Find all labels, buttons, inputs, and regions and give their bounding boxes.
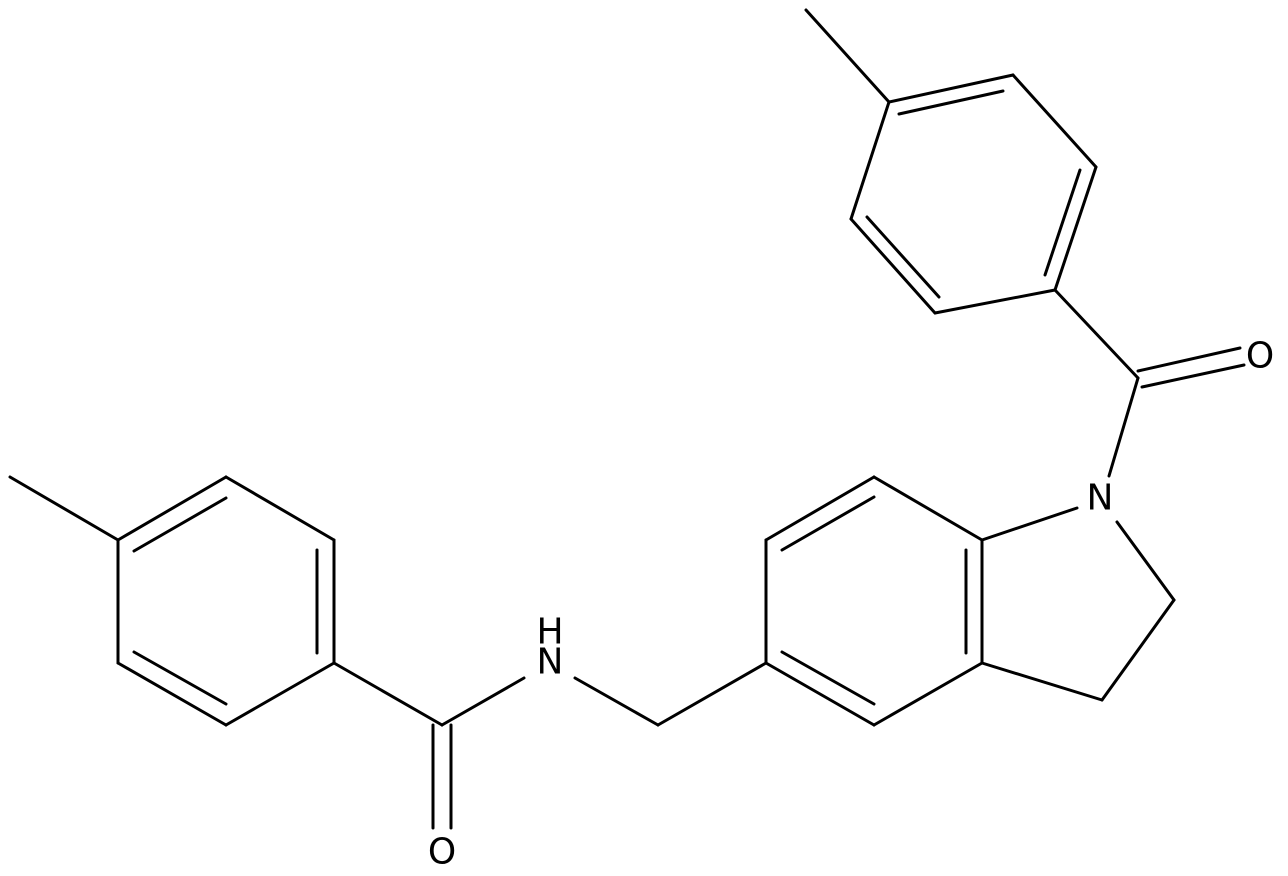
ring-bond [1053, 165, 1098, 292]
ketone-double-bond-a [1136, 346, 1242, 373]
atom-labels: H N O N O [428, 336, 1274, 873]
n-acyl-group [1053, 288, 1246, 478]
ring-bond-inner [865, 215, 941, 299]
indoline-nitrogen-label: N [1087, 478, 1114, 519]
ring-bond-inner [132, 650, 228, 706]
aryl-carbonyl-bond [332, 661, 444, 727]
ring-bond [872, 661, 984, 727]
ring-bond [1100, 598, 1176, 702]
amide-nitrogen-label: N [537, 642, 564, 683]
amine-hydrogen-label: H [536, 612, 563, 653]
ring-bond [887, 73, 1015, 104]
methyl-bond-upper [804, 8, 891, 104]
carbonyl-aryl-bond [1053, 288, 1140, 380]
ring-bond-inner [780, 650, 876, 706]
n-carbonyl-bond [1107, 376, 1140, 478]
ring-bond [224, 661, 336, 727]
ketone-oxygen-label: O [1246, 336, 1274, 377]
carbonyl-nh-bond [440, 676, 526, 727]
indoline-pyrrolidine-ring [980, 506, 1176, 702]
amide-oxygen-label: O [428, 832, 456, 873]
ketone-double-bond-b [1140, 363, 1246, 389]
ring-bond [224, 475, 336, 542]
ring-bond [849, 217, 937, 315]
ring-bond-inner [132, 496, 228, 553]
methyl-bond-left [8, 475, 120, 542]
ring-bond [116, 661, 228, 727]
ring-bond [764, 475, 876, 542]
amide-group [332, 661, 768, 830]
nh-methylene-bond [573, 676, 660, 727]
ring-bond [764, 661, 876, 727]
methylene-aryl-bond [656, 661, 768, 727]
ring-bond [1011, 73, 1098, 169]
ring-bond [872, 475, 984, 542]
ring-bond [1115, 520, 1176, 602]
ring-bond [933, 288, 1057, 315]
ring-bond-inner [1043, 168, 1082, 277]
ring-bond [849, 100, 891, 221]
indoline-benzene-ring [764, 475, 984, 727]
ring-bond [980, 506, 1079, 542]
ring-bond [980, 661, 1104, 702]
ring-bond [116, 475, 228, 542]
left-tolyl-group [8, 475, 336, 727]
upper-tolyl-group [804, 8, 1098, 315]
ring-bond-inner [897, 89, 1005, 116]
ring-bond-inner [780, 495, 876, 552]
